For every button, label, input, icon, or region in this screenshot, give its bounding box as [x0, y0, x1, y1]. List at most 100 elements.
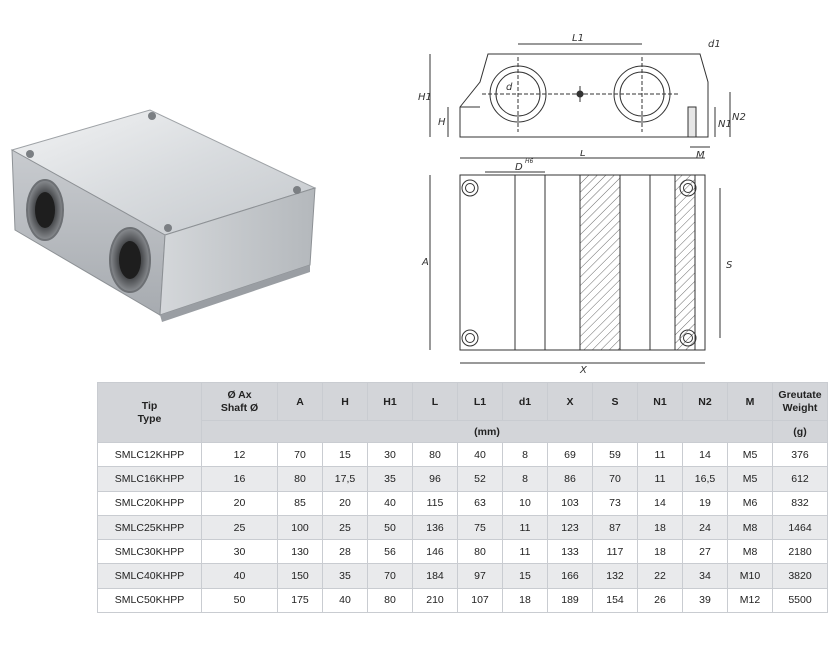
dim-h-label: H: [438, 117, 446, 128]
cell-m: M6: [727, 490, 773, 516]
cell-x: 166: [547, 563, 593, 589]
cell-n2: 24: [682, 514, 728, 541]
cell-d1: 10: [502, 490, 548, 516]
cell-l1: 80: [457, 539, 503, 565]
cell-shaft: 12: [201, 441, 278, 468]
header-l: L: [412, 382, 458, 421]
cell-x: 69: [547, 441, 593, 468]
header-type: Tip Type: [97, 382, 202, 443]
header-d1: d1: [502, 382, 548, 421]
cell-l: 96: [412, 466, 458, 492]
header-n2: N2: [682, 382, 728, 421]
cell-h1: 40: [367, 490, 413, 516]
cell-n1: 14: [637, 490, 683, 516]
cell-n1: 22: [637, 563, 683, 589]
dim-tolerance-label: H6: [525, 158, 534, 165]
unit-mm: (mm): [201, 420, 773, 443]
cell-x: 133: [547, 539, 593, 565]
cell-l1: 52: [457, 466, 503, 492]
cell-weight: 5500: [772, 587, 828, 614]
cell-a: 175: [277, 587, 323, 614]
cell-weight: 2180: [772, 539, 828, 565]
cell-s: 117: [592, 539, 638, 565]
cell-n2: 34: [682, 563, 728, 589]
cell-shaft: 25: [201, 514, 278, 541]
cell-x: 86: [547, 466, 593, 492]
cell-s: 154: [592, 587, 638, 614]
side-view-drawing: L1 d1 H1 H d N1 N2 M: [418, 33, 746, 160]
header-a: A: [277, 382, 323, 421]
cell-n1: 11: [637, 441, 683, 468]
cell-m: M8: [727, 514, 773, 541]
dim-d1-label: d1: [708, 39, 721, 50]
cell-shaft: 20: [201, 490, 278, 516]
dim-l-label: L: [580, 150, 586, 159]
cell-s: 87: [592, 514, 638, 541]
cell-l1: 63: [457, 490, 503, 516]
cell-h: 20: [322, 490, 368, 516]
cell-l: 146: [412, 539, 458, 565]
cell-d1: 11: [502, 514, 548, 541]
cell-h: 15: [322, 441, 368, 468]
cell-l: 210: [412, 587, 458, 614]
cell-m: M8: [727, 539, 773, 565]
cell-h: 35: [322, 563, 368, 589]
cell-type: SMLC12KHPP: [97, 441, 202, 468]
cell-weight: 376: [772, 441, 828, 468]
cell-weight: 832: [772, 490, 828, 516]
cell-type: SMLC25KHPP: [97, 514, 202, 541]
cell-d1: 18: [502, 587, 548, 614]
cell-d1: 8: [502, 441, 548, 468]
cell-h1: 50: [367, 514, 413, 541]
cell-n2: 14: [682, 441, 728, 468]
cell-x: 189: [547, 587, 593, 614]
cell-shaft: 40: [201, 563, 278, 589]
cell-d1: 15: [502, 563, 548, 589]
cell-l: 136: [412, 514, 458, 541]
cell-a: 85: [277, 490, 323, 516]
cell-type: SMLC20KHPP: [97, 490, 202, 516]
dim-x-label: X: [579, 365, 588, 375]
cell-a: 80: [277, 466, 323, 492]
header-h1: H1: [367, 382, 413, 421]
cell-weight: 1464: [772, 514, 828, 541]
top-view-drawing: L D H6 A S X: [421, 150, 733, 375]
cell-h: 25: [322, 514, 368, 541]
cell-a: 70: [277, 441, 323, 468]
dim-n2-label: N2: [732, 112, 746, 123]
cell-a: 130: [277, 539, 323, 565]
cell-h: 40: [322, 587, 368, 614]
header-s: S: [592, 382, 638, 421]
cell-l1: 107: [457, 587, 503, 614]
cell-l: 115: [412, 490, 458, 516]
cell-n2: 16,5: [682, 466, 728, 492]
cell-l1: 75: [457, 514, 503, 541]
cell-a: 100: [277, 514, 323, 541]
cell-l1: 97: [457, 563, 503, 589]
cell-shaft: 50: [201, 587, 278, 614]
cell-h1: 80: [367, 587, 413, 614]
cell-n1: 18: [637, 514, 683, 541]
cell-type: SMLC30KHPP: [97, 539, 202, 565]
unit-g: (g): [772, 420, 828, 443]
cell-shaft: 16: [201, 466, 278, 492]
cell-m: M12: [727, 587, 773, 614]
cell-h1: 35: [367, 466, 413, 492]
dim-a-label: A: [421, 257, 429, 268]
dim-m-label: M: [696, 150, 705, 160]
header-h: H: [322, 382, 368, 421]
specification-table: Tip Type Ø Ax Shaft Ø A H H1 L L1 d1 X S…: [97, 382, 828, 614]
dim-d-bore-label: D: [515, 162, 523, 173]
dim-s-label: S: [726, 260, 733, 271]
cell-d1: 8: [502, 466, 548, 492]
header-m: M: [727, 382, 773, 421]
dim-d-label: d: [506, 82, 513, 93]
cell-d1: 11: [502, 539, 548, 565]
cell-x: 123: [547, 514, 593, 541]
